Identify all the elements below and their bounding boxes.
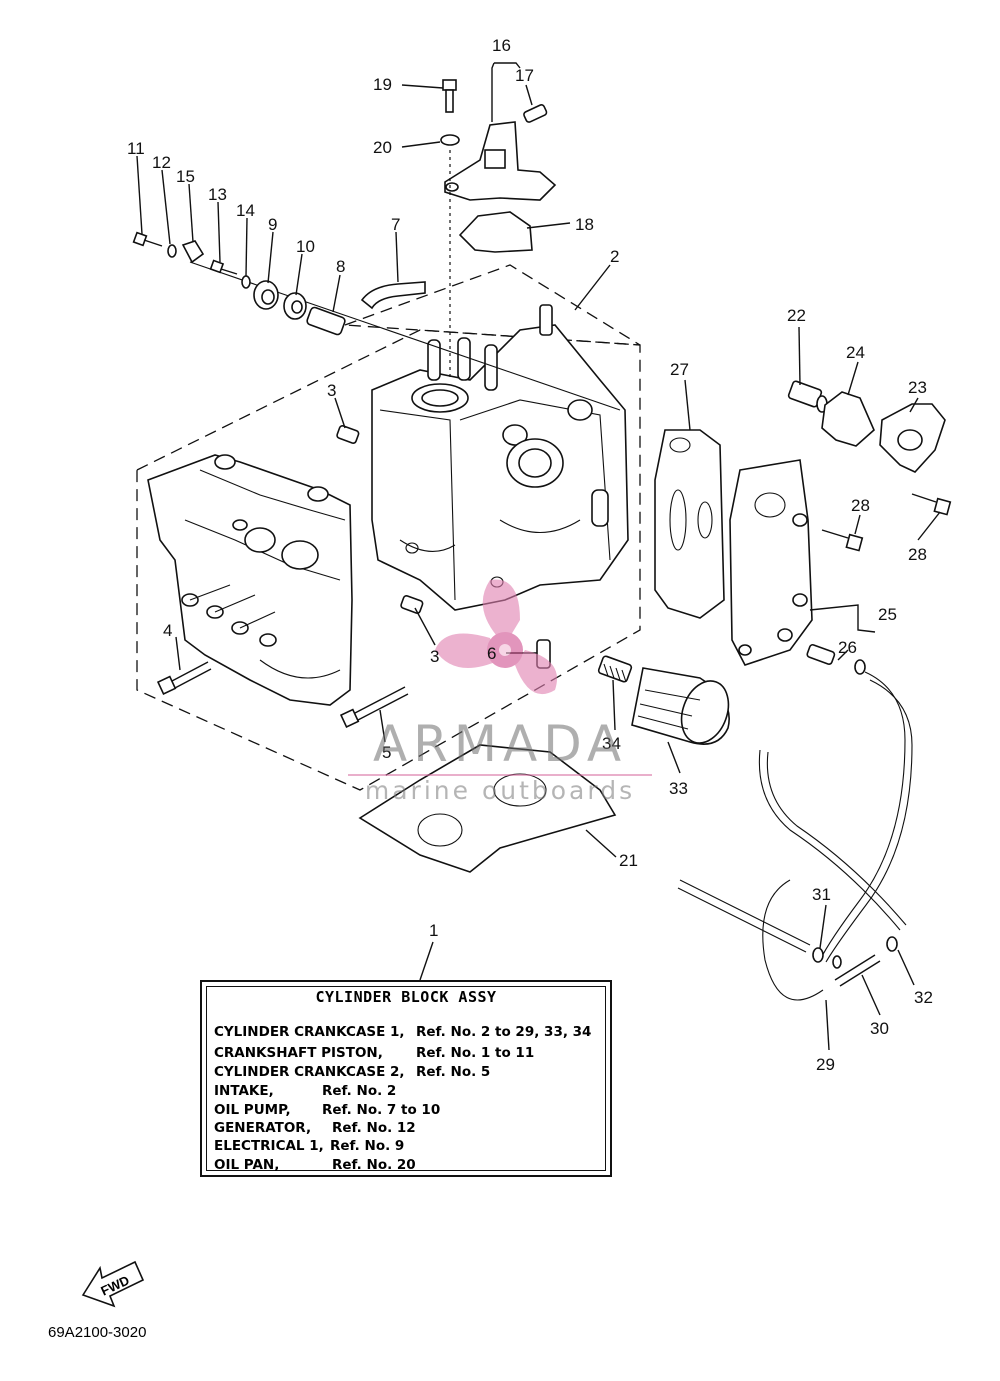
- assembly-row-name: INTAKE,: [214, 1083, 274, 1099]
- callout-2: 2: [610, 247, 619, 266]
- callout-3-upper: 3: [327, 381, 336, 400]
- part-25-cover: [729, 459, 813, 666]
- part-30-fitting: [832, 954, 881, 987]
- assembly-row-ref: Ref. No. 2: [322, 1083, 397, 1099]
- cylinder-crankcase-1: [371, 304, 629, 611]
- part-3-dowel-upper: [336, 424, 360, 444]
- callout-7: 7: [391, 215, 400, 234]
- part-28-bolt-upper: [821, 529, 864, 552]
- callout-6: 6: [487, 644, 496, 663]
- assembly-row-name: GENERATOR,: [214, 1120, 312, 1136]
- callout-34: 34: [602, 734, 621, 753]
- assembly-box-inner-border: [206, 986, 606, 1171]
- callout-19: 19: [373, 75, 392, 94]
- leader-lines: [136, 62, 941, 1051]
- assembly-row-ref: Ref. No. 1 to 11: [416, 1045, 535, 1061]
- assembly-row-name: OIL PUMP,: [214, 1102, 291, 1118]
- callout-23: 23: [908, 378, 927, 397]
- callout-20: 20: [373, 138, 392, 157]
- callout-26: 26: [838, 638, 857, 657]
- callout-13: 13: [208, 185, 227, 204]
- callout-31: 31: [812, 885, 831, 904]
- callout-18: 18: [575, 215, 594, 234]
- assembly-row-ref: Ref. No. 12: [332, 1120, 416, 1136]
- part-7-hose: [360, 281, 426, 310]
- callout-29: 29: [816, 1055, 835, 1074]
- part-10-seal: [283, 292, 307, 320]
- callout-10: 10: [296, 237, 315, 256]
- part-22-sensor: [787, 380, 828, 413]
- part-33-oil-filter: [631, 667, 730, 745]
- cylinder-crankcase-2: [147, 454, 353, 706]
- part-11-bolt: [132, 231, 163, 247]
- part-12-washer: [167, 244, 177, 258]
- part-19-bolt: [442, 79, 457, 113]
- part-15-bracket: [181, 240, 205, 264]
- assembly-reference-box: CYLINDER BLOCK ASSY CYLINDER CRANKCASE 1…: [200, 980, 612, 1177]
- part-21-gasket: [358, 744, 617, 873]
- callout-16: 16: [492, 36, 511, 55]
- callout-25: 25: [878, 605, 897, 624]
- callout-30: 30: [870, 1019, 889, 1038]
- callout-11: 11: [127, 139, 145, 158]
- callout-5: 5: [382, 743, 391, 762]
- part-20-washer: [440, 134, 460, 146]
- assembly-row-name: ELECTRICAL 1,: [214, 1138, 324, 1154]
- callout-32: 32: [914, 988, 933, 1007]
- assembly-row-ref: Ref. No. 9: [330, 1138, 405, 1154]
- callout-1: 1: [429, 921, 438, 940]
- part-24-gasket: [821, 391, 875, 447]
- part-17-fitting: [523, 104, 548, 123]
- callout-27: 27: [670, 360, 689, 379]
- callout-33: 33: [669, 779, 688, 798]
- assembly-row-name: CRANKSHAFT PISTON,: [214, 1045, 383, 1061]
- assembly-row-name: CYLINDER CRANKCASE 1,: [214, 1024, 405, 1040]
- fwd-arrow-icon: FWD: [81, 1260, 145, 1308]
- assembly-row-ref: Ref. No. 5: [416, 1064, 491, 1080]
- part-27-gasket: [654, 429, 725, 619]
- part-9-sensor: [253, 280, 279, 310]
- callout-numbers: 1 2 3 3 4 5 6 7 8 9 10 11 12 13 14 15 16…: [127, 36, 933, 1074]
- callout-21: 21: [619, 851, 638, 870]
- callout-15: 15: [176, 167, 195, 186]
- callout-28-lower: 28: [908, 545, 927, 564]
- part-32-clamp: [886, 936, 898, 952]
- callout-12: 12: [152, 153, 171, 172]
- assembly-row-ref: Ref. No. 20: [332, 1157, 416, 1173]
- callout-24: 24: [846, 343, 865, 362]
- part-5-bolt: [339, 686, 409, 728]
- callout-28-upper: 28: [851, 496, 870, 515]
- assembly-row-name: CYLINDER CRANKCASE 2,: [214, 1064, 405, 1080]
- assembly-title: CYLINDER BLOCK ASSY: [315, 988, 497, 1006]
- callout-14: 14: [236, 201, 255, 220]
- dashed-enclosures: [136, 264, 641, 791]
- part-34-fitting: [597, 655, 633, 683]
- part-31-clamp: [812, 947, 824, 963]
- part-14-washer: [241, 275, 251, 289]
- part-23-thermostat-housing: [879, 403, 946, 473]
- part-13-screw: [209, 259, 238, 275]
- callout-17: 17: [515, 66, 534, 85]
- callout-4: 4: [163, 621, 172, 640]
- assembly-row-name: OIL PAN,: [214, 1157, 280, 1173]
- callout-3-lower: 3: [430, 647, 439, 666]
- propeller-logo-icon: [435, 579, 557, 695]
- fwd-label: FWD: [98, 1272, 131, 1298]
- assembly-row-ref: Ref. No. 7 to 10: [322, 1102, 441, 1118]
- part-28-bolt-lower: [911, 493, 952, 516]
- callout-8: 8: [336, 257, 345, 276]
- assembly-row-ref: Ref. No. 2 to 29, 33, 34: [416, 1024, 592, 1040]
- part-4-bolt: [156, 661, 212, 695]
- part-18-gasket: [458, 211, 533, 253]
- part-26-fitting: [806, 643, 866, 675]
- callout-22: 22: [787, 306, 806, 325]
- part-3-dowel-lower: [400, 594, 424, 614]
- callout-9: 9: [268, 215, 277, 234]
- document-code: 69A2100-3020: [48, 1324, 147, 1341]
- part-16-bracket: [444, 121, 557, 201]
- part-29-hose: [819, 671, 906, 961]
- part-8-rotor: [306, 306, 346, 336]
